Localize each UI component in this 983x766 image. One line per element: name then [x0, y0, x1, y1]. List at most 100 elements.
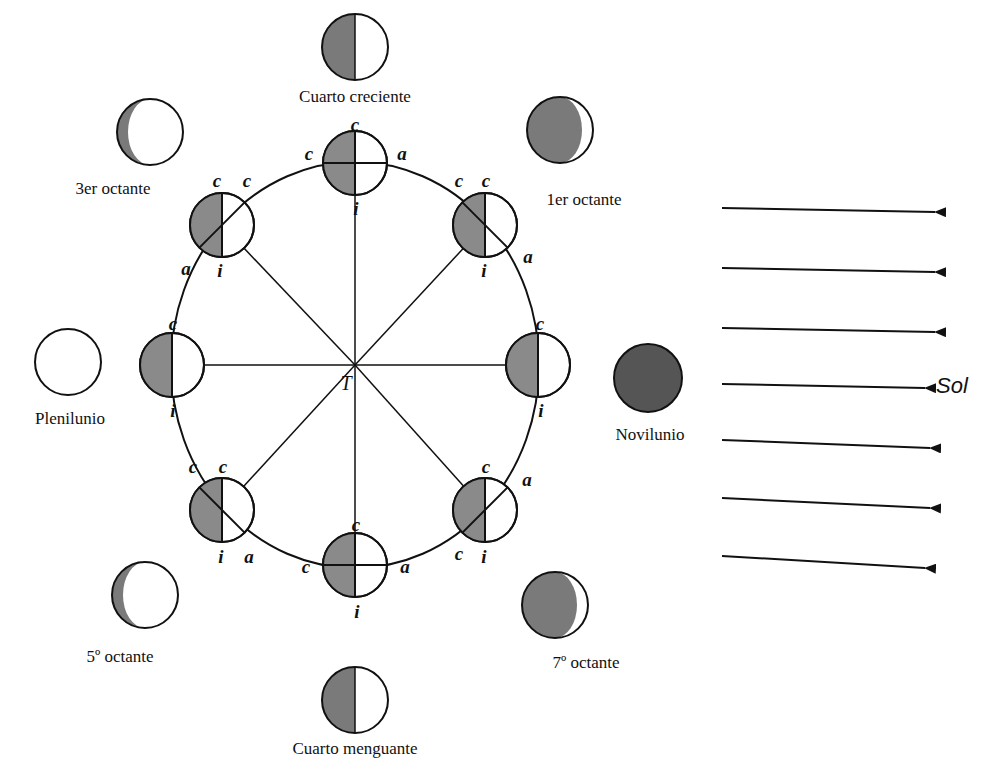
phase-moon: [117, 99, 183, 165]
moon-dark-half: [190, 193, 222, 257]
point-letter: i: [218, 547, 223, 566]
sun-ray: [722, 208, 935, 212]
orbit-moon: [453, 193, 517, 257]
point-letter: c: [189, 457, 197, 476]
point-letter: c: [352, 515, 360, 534]
moon-disc: [322, 667, 388, 733]
moon-disc: [506, 333, 570, 397]
moon-disc: [522, 572, 588, 638]
moon-outline: [190, 478, 254, 542]
point-letter: i: [481, 261, 486, 280]
moon-outline: [323, 131, 387, 195]
point-letter: i: [353, 199, 358, 218]
point-letter: c: [302, 557, 310, 576]
visibility-line: [462, 202, 507, 247]
moon-dark-part: [117, 99, 150, 165]
point-letter: i: [354, 602, 359, 621]
moon-disc: [453, 193, 517, 257]
moon-disc: [190, 193, 254, 257]
point-letter: a: [522, 470, 532, 489]
point-letter: c: [351, 115, 359, 134]
moon-outline: [112, 562, 178, 628]
earth-label: T: [340, 373, 351, 393]
moon-disc: [323, 533, 387, 597]
moon-outline: [323, 533, 387, 597]
orbit-moon: [323, 131, 387, 195]
sun-rays: [722, 208, 935, 568]
point-letter: a: [244, 547, 254, 566]
sun-label: Sol: [936, 375, 968, 397]
moon-outline: [322, 14, 388, 80]
sun-ray: [722, 328, 935, 332]
moon-disc: [190, 478, 254, 542]
point-letter: a: [397, 144, 407, 163]
terminator-line: [171, 333, 173, 397]
moon-dark-half: [190, 478, 222, 542]
moon-dark-part: [322, 14, 355, 80]
moon-disc: [323, 131, 387, 195]
phase-moon: [614, 344, 682, 412]
point-letter: a: [523, 247, 533, 266]
moon-outline: [506, 333, 570, 397]
moon-outline: [117, 99, 183, 165]
phase-moon: [112, 562, 178, 628]
phase-caption: 5º octante: [86, 648, 153, 665]
moon-disc: [322, 14, 388, 80]
phase-caption: 7º octante: [552, 654, 619, 671]
moon-dark-part: [322, 667, 355, 733]
orbit-moon: [190, 478, 254, 542]
point-letter: c: [482, 457, 490, 476]
point-letter: c: [482, 171, 490, 190]
phase-caption: Cuarto creciente: [299, 88, 411, 105]
lunar-orbit: [171, 162, 539, 568]
moon-outline: [140, 333, 204, 397]
point-letter: c: [455, 171, 463, 190]
point-letter: c: [219, 457, 227, 476]
phase-moon: [522, 572, 588, 638]
orbit-moon: [190, 193, 254, 257]
terminator-line: [354, 667, 356, 733]
moon-outline: [527, 97, 593, 163]
sun-ray: [722, 498, 930, 508]
phase-caption: 3er octante: [75, 180, 150, 197]
sun-ray: [722, 556, 925, 568]
point-letter: c: [536, 314, 544, 333]
point-letter: i: [481, 547, 486, 566]
moon-dark-half: [453, 478, 485, 542]
point-letter: i: [170, 401, 175, 420]
orbit-moon: [453, 478, 517, 542]
orbit-moon: [140, 333, 204, 397]
visibility-line: [199, 487, 244, 532]
moon-disc: [117, 99, 183, 165]
moon-dark-half: [140, 333, 172, 397]
visibility-line: [199, 202, 244, 247]
visibility-line: [323, 564, 387, 566]
moon-disc: [527, 97, 593, 163]
phase-moon: [35, 329, 101, 395]
phase-caption: Plenilunio: [35, 410, 105, 427]
sun-ray: [722, 440, 930, 448]
point-letter: c: [169, 314, 177, 333]
moon-disc: [614, 344, 682, 412]
point-letter: c: [305, 144, 313, 163]
point-letter: c: [243, 171, 251, 190]
phase-caption: Cuarto menguante: [292, 740, 417, 757]
phase-moon: [322, 14, 388, 80]
visibility-line: [462, 487, 507, 532]
moon-dark-part: [112, 562, 145, 628]
point-letter: i: [538, 401, 543, 420]
moon-outline: [453, 193, 517, 257]
terminator-line: [537, 333, 539, 397]
phase-moon: [527, 97, 593, 163]
terminator-line: [354, 14, 356, 80]
moon-disc: [453, 478, 517, 542]
moon-outline: [190, 193, 254, 257]
moon-dark-half: [506, 333, 538, 397]
moon-disc: [140, 333, 204, 397]
moon-disc: [112, 562, 178, 628]
moon-disc: [35, 329, 101, 395]
point-letter: a: [181, 259, 191, 278]
moon-outline: [453, 478, 517, 542]
moon-outline: [322, 667, 388, 733]
point-letter: a: [400, 557, 410, 576]
